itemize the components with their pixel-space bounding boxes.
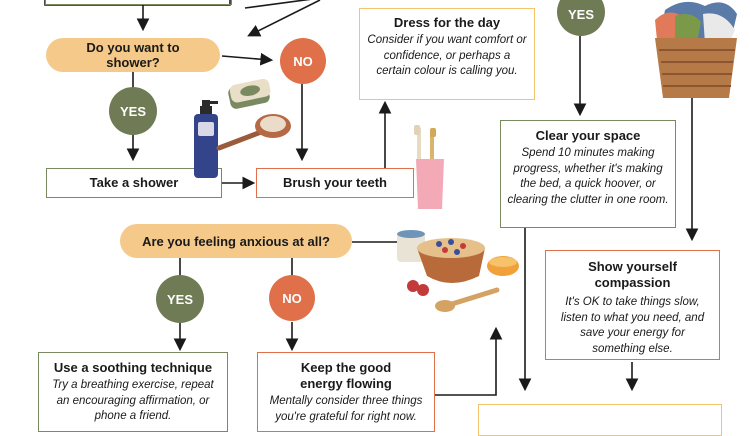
take-shower-box: Take a shower (46, 168, 222, 198)
no-badge-anxious: NO (269, 275, 315, 321)
shower-question: Do you want to shower? (46, 38, 220, 72)
energy-box: Keep the good energy flowing Mentally co… (257, 352, 435, 432)
dress-box: Dress for the day Consider if you want c… (359, 8, 535, 100)
brush-icon (216, 114, 291, 151)
soothing-box: Use a soothing technique Try a breathing… (38, 352, 228, 432)
laundry-basket-icon (655, 1, 737, 98)
top-partial-box (45, 0, 232, 5)
shampoo-bottle-icon (194, 100, 218, 178)
compassion-desc: It's OK to take things slow, listen to w… (560, 296, 705, 355)
compassion-box: Show yourself compassion It's OK to take… (545, 250, 720, 360)
toothbrush-cup-icon (414, 125, 444, 209)
clear-title: Clear your space (535, 128, 641, 143)
clear-desc: Spend 10 minutes making progress, whethe… (507, 147, 669, 206)
bottom-partial-box (478, 404, 722, 436)
dress-title: Dress for the day (393, 15, 501, 30)
no-badge: NO (280, 38, 326, 84)
soothing-title: Use a soothing technique (53, 360, 213, 375)
dress-desc: Consider if you want comfort or confiden… (367, 34, 527, 77)
breakfast-bowl-icon (397, 230, 519, 312)
soothing-desc: Try a breathing exercise, repeat an enco… (52, 379, 214, 422)
energy-title: Keep the good energy flowing (300, 360, 392, 391)
anxious-question: Are you feeling anxious at all? (120, 224, 352, 258)
soap-icon (228, 78, 271, 109)
brush-teeth-box: Brush your teeth (256, 168, 414, 198)
yes-badge: YES (109, 87, 157, 135)
clear-space-box: Clear your space Spend 10 minutes making… (500, 120, 676, 228)
compassion-title: Show yourself compassion (588, 259, 677, 290)
yes-badge-anxious: YES (156, 275, 204, 323)
energy-desc: Mentally consider three things you're gr… (269, 395, 423, 423)
